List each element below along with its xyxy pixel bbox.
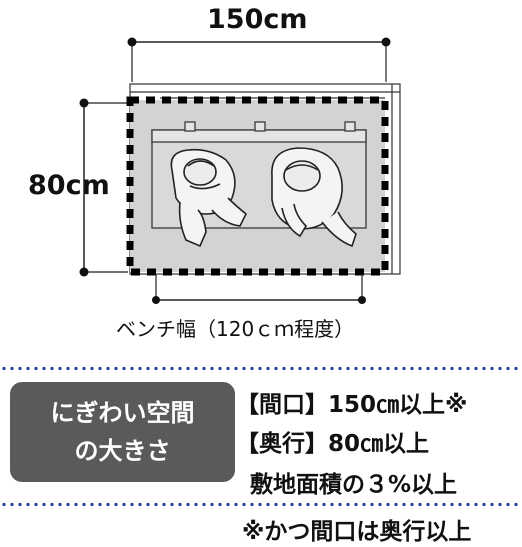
top-dotted-rule <box>0 366 522 371</box>
footnote: ※かつ間口は奥行以上 <box>242 519 472 545</box>
dashed-boundary <box>126 96 389 276</box>
person-left <box>170 148 248 248</box>
frontage-requirement: 【間口】150㎝以上※ <box>236 392 468 418</box>
depth-requirement: 【奥行】80㎝以上 <box>236 431 430 457</box>
depth-dimension-label: 80cm <box>28 170 110 201</box>
space-size-badge: にぎわい空間 の大きさ <box>10 382 235 482</box>
person-right <box>271 147 357 248</box>
badge-line-1: にぎわい空間 <box>50 399 195 427</box>
bench-width-caption: ベンチ幅（120ｃｍ程度） <box>116 317 355 341</box>
width-dimension-label: 150cm <box>207 4 308 35</box>
bench-width-dimension-line <box>152 274 366 304</box>
bottom-dotted-rule <box>0 502 522 507</box>
depth-dimension-line <box>79 98 128 277</box>
floor-plan-diagram <box>79 37 401 304</box>
badge-line-2: の大きさ <box>74 437 171 465</box>
site-area-requirement: 敷地面積の３%以上 <box>250 472 458 498</box>
width-dimension-line <box>127 37 391 82</box>
